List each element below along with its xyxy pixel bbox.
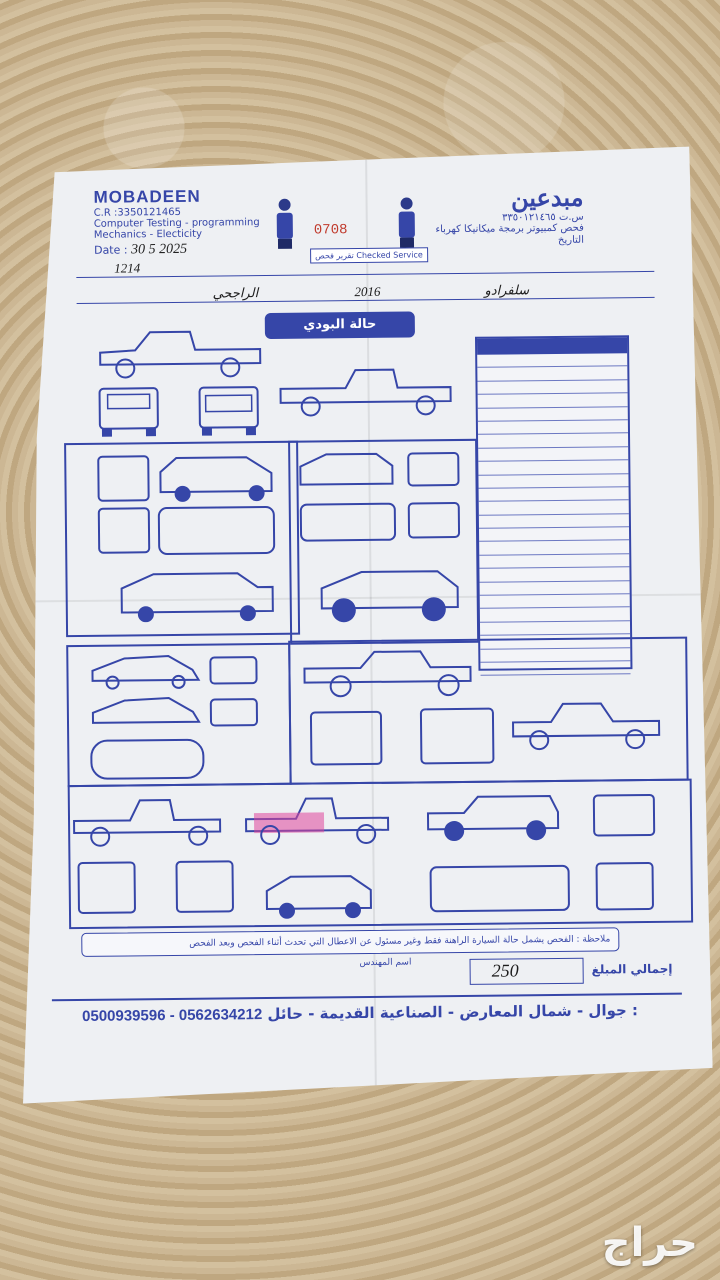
services-line-ar: فحص كمبيوتر برمجة ميكانيكا كهرباء — [435, 222, 584, 236]
hilux-pickup-views-icon — [300, 643, 671, 777]
serial-number: 0708 — [313, 222, 348, 239]
landcruiser-suv-views-icon — [296, 447, 468, 634]
header-english: MOBADEEN C.R :3350121465 Computer Testin… — [93, 187, 294, 258]
inspection-form-paper: MOBADEEN C.R :3350121465 Computer Testin… — [13, 146, 713, 1103]
services-line-2: Mechanics - Electicity — [93, 228, 203, 241]
footer-phone-numbers: 0500939596 - 0562634212 — [81, 1006, 263, 1025]
checked-stamp: تقرير فحص Checked Service — [310, 247, 428, 263]
date-label: Date : — [93, 243, 128, 257]
landcruiser-pickup-diagram-icon — [275, 359, 456, 423]
handwritten-entry-3: 2016 — [354, 283, 381, 300]
fj-cruiser-views-icon — [96, 451, 283, 623]
handwritten-entry-2: سلفرادو — [484, 282, 530, 298]
mechanic-figure-left-icon — [276, 199, 295, 251]
truck-views-icon — [70, 790, 401, 923]
disclaimer-note: ملاحظة : الفحص يشمل حالة السيارة الراهنة… — [81, 927, 619, 957]
sedan-views-icon — [88, 649, 269, 781]
haraj-watermark-logo: حراج — [601, 1220, 698, 1266]
date-label-ar: التاريخ — [557, 234, 585, 246]
pickup-rear-diagram-icon — [193, 379, 264, 440]
engineer-name-label: اسم المهندس — [359, 957, 412, 969]
total-amount-value: 250 — [491, 960, 519, 981]
inspection-checklist-table — [475, 335, 632, 671]
footer-contact: 0500939596 - 0562634212 : جوال - شمال ال… — [82, 1001, 652, 1025]
header-arabic: مبدعين س.ت ٣٣٥٠١٢١٤٦٥ فحص كمبيوتر برمجة … — [435, 184, 584, 248]
brand-name-ar: مبدعين — [510, 182, 584, 213]
handwritten-entry-4: الراجحي — [212, 285, 259, 301]
total-amount-label: إجمالي المبلغ — [591, 961, 673, 977]
footer-address: : جوال - شمال المعارض - الصناعية القديمة… — [267, 1001, 639, 1024]
brand-name-en: MOBADEEN — [93, 186, 201, 207]
total-amount-box — [470, 958, 584, 985]
date-row: Date : 30 5 2025 — [94, 240, 294, 257]
pickup-side-diagram-icon — [95, 323, 266, 385]
land-cruiser-70-views-icon — [424, 787, 675, 920]
body-condition-banner: حالة البودي — [265, 311, 415, 339]
footer-divider — [52, 993, 682, 1002]
handwritten-entry-1: 1214 — [114, 260, 141, 276]
date-value: 30 5 2025 — [130, 241, 188, 258]
pickup-front-diagram-icon — [93, 380, 164, 441]
mechanic-figure-right-icon — [398, 197, 417, 249]
